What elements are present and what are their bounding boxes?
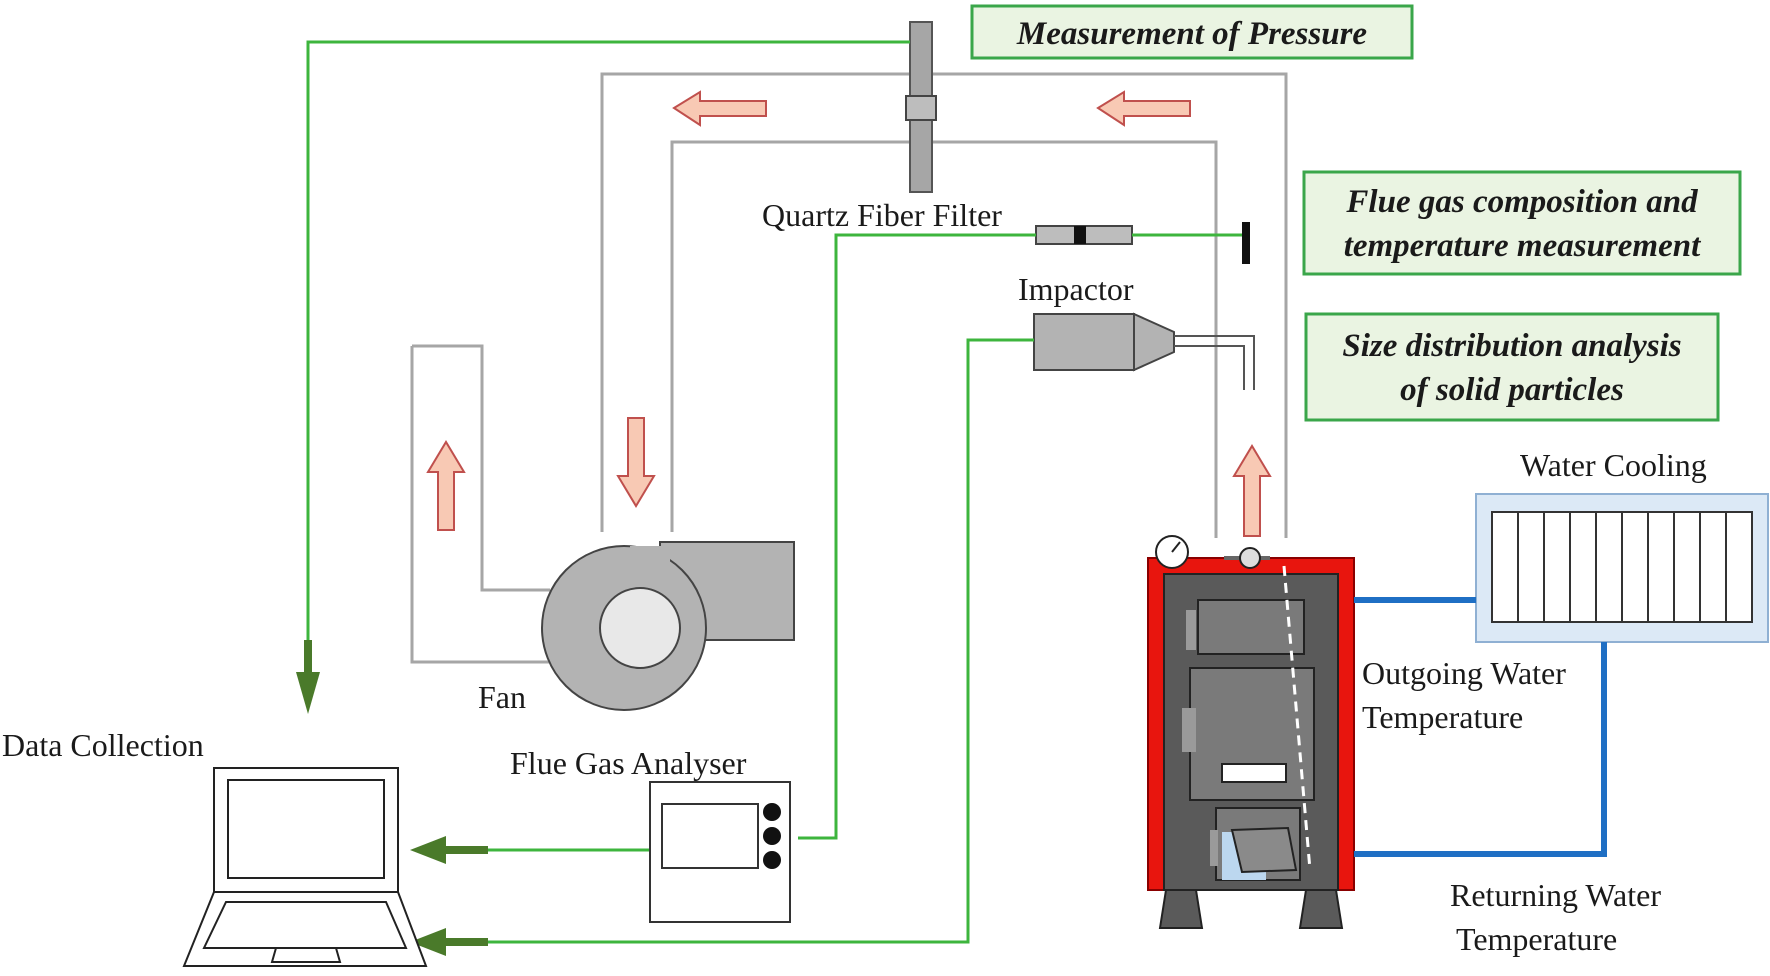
returning-water-line1: Returning Water xyxy=(1450,877,1661,913)
pressure-label-box: Measurement of Pressure xyxy=(970,4,1414,60)
fan xyxy=(541,541,795,711)
boiler xyxy=(1147,557,1355,929)
data-collection-label: Data Collection xyxy=(2,727,204,763)
flue-gas-composition-line2: temperature measurement xyxy=(1344,228,1701,264)
flow-arrow-up-chimney xyxy=(426,440,466,531)
flue-gas-composition-label-box: Flue gas composition and temperature mea… xyxy=(1302,170,1742,276)
outgoing-water-line2: Temperature xyxy=(1362,699,1523,735)
flow-arrow-down xyxy=(616,417,656,508)
flow-arrow-left-2 xyxy=(1096,90,1191,127)
laptop-icon xyxy=(182,767,428,967)
size-distribution-label-box: Size distribution analysis of solid part… xyxy=(1304,312,1720,422)
signal-arrow-left-1 xyxy=(410,836,488,864)
quartz-fiber-filter-label: Quartz Fiber Filter xyxy=(762,197,1002,233)
pressure-probe xyxy=(905,21,937,193)
size-distribution-line1: Size distribution analysis xyxy=(1342,328,1681,364)
quartz-fiber-filter xyxy=(1035,225,1133,245)
pressure-label-text: Measurement of Pressure xyxy=(1016,16,1367,52)
flue-gas-duct xyxy=(410,72,1288,664)
fan-label: Fan xyxy=(478,679,526,715)
flow-arrow-left-1 xyxy=(672,90,767,127)
impactor-label: Impactor xyxy=(1018,271,1134,307)
pressure-gauge-icon xyxy=(1155,535,1189,569)
impactor xyxy=(1033,312,1255,390)
returning-water-line2: Temperature xyxy=(1456,921,1617,957)
size-distribution-line2: of solid particles xyxy=(1400,372,1624,408)
thermometer-icon xyxy=(1224,547,1270,569)
flow-arrow-up-boiler xyxy=(1232,444,1272,537)
flue-gas-analyser xyxy=(649,781,791,923)
outgoing-water-line1: Outgoing Water xyxy=(1362,655,1566,691)
signal-lines xyxy=(306,40,1036,944)
water-cooling-label: Water Cooling xyxy=(1520,447,1707,483)
signal-arrow-left-2 xyxy=(410,928,488,956)
water-pipes xyxy=(1354,597,1607,857)
water-cooler xyxy=(1475,493,1769,643)
flue-gas-analyser-label: Flue Gas Analyser xyxy=(510,745,747,781)
filter-probe-tip xyxy=(1242,222,1250,264)
flue-gas-composition-line1: Flue gas composition and xyxy=(1345,184,1698,220)
signal-arrow-down xyxy=(296,640,320,714)
